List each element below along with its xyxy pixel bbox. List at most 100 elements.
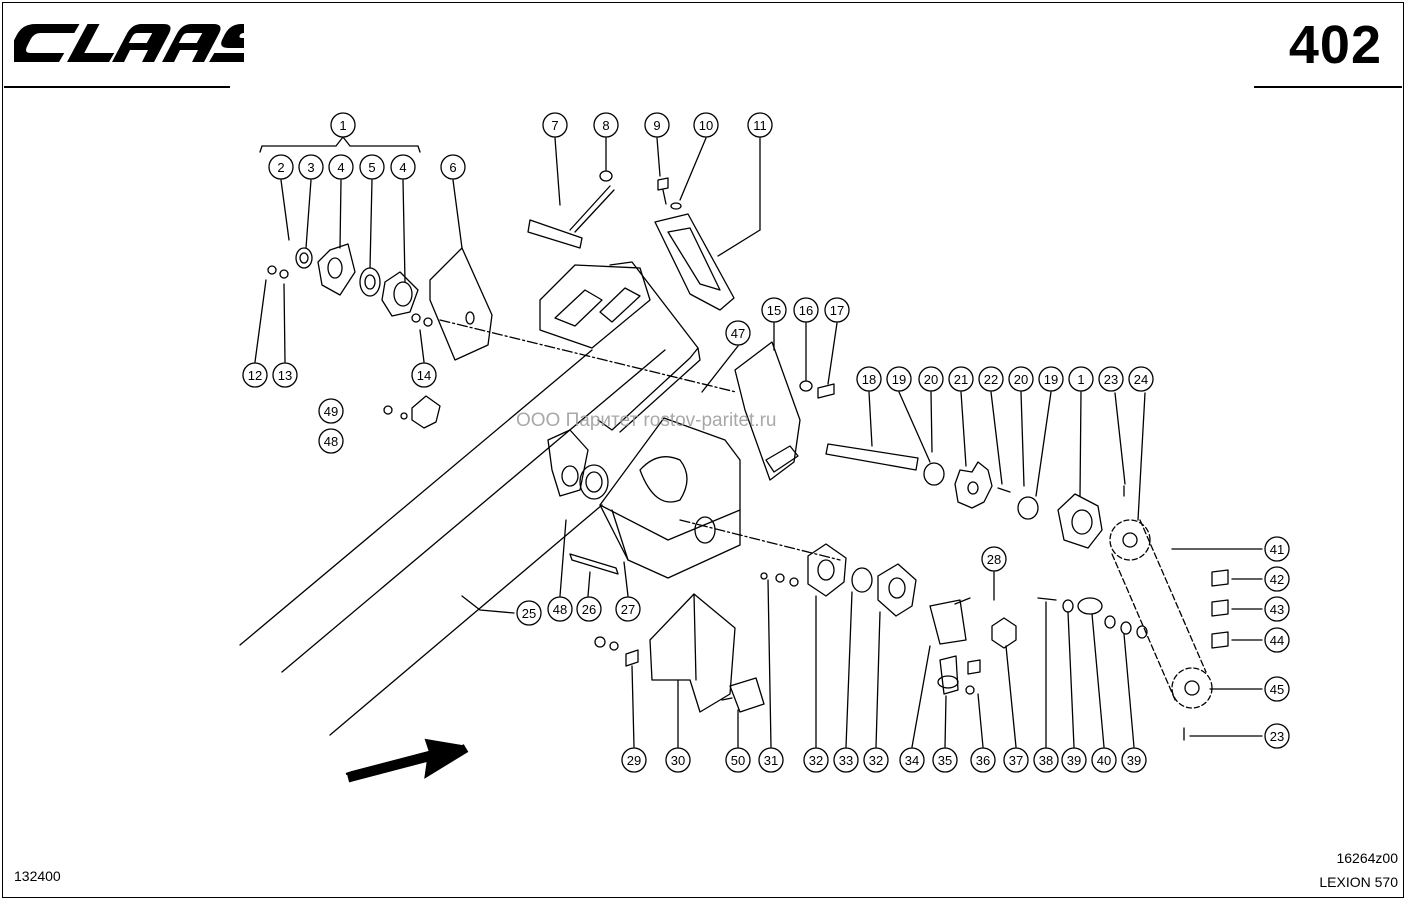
- callout-31: 31: [758, 747, 784, 773]
- callout-label: 7: [551, 118, 558, 133]
- callout-circle: [242, 362, 268, 388]
- callout-12: 12: [242, 362, 268, 388]
- callout-47: 47: [725, 320, 751, 346]
- callout-circle: [824, 297, 850, 323]
- plate-6: [429, 247, 493, 361]
- callout-5: 5: [359, 154, 385, 180]
- callout-45: 45: [1264, 676, 1290, 702]
- sprocket-45: [1171, 667, 1213, 709]
- callout-label: 33: [839, 753, 853, 768]
- callout-label: 10: [699, 118, 713, 133]
- plate-15: [734, 341, 801, 481]
- callout-label: 36: [976, 753, 990, 768]
- callout-circle: [318, 428, 344, 454]
- callout-label: 14: [417, 368, 431, 383]
- nut-37: [991, 617, 1017, 649]
- callout-label: 49: [324, 404, 338, 419]
- callout-label: 45: [1270, 682, 1284, 697]
- callout-circle: [318, 398, 344, 424]
- callout-label: 48: [324, 434, 338, 449]
- callout-label: 38: [1039, 753, 1053, 768]
- callout-27: 27: [615, 596, 641, 622]
- callout-circle: [747, 112, 773, 138]
- watermark-text: ООО Паритет rostov-paritet.ru: [516, 410, 777, 431]
- callout-circle: [593, 112, 619, 138]
- callout-circle: [411, 362, 437, 388]
- callout-circle: [932, 747, 958, 773]
- callout-circle: [268, 154, 294, 180]
- callout-29: 29: [621, 747, 647, 773]
- callout-28: 28: [981, 546, 1007, 572]
- footer-drawing-code: 16264z00: [1336, 850, 1398, 866]
- callout-37: 37: [1003, 747, 1029, 773]
- callout-label: 28: [987, 552, 1001, 567]
- callout-18: 18: [856, 366, 882, 392]
- callout-label: 2: [277, 160, 284, 175]
- callout-label: 22: [984, 372, 998, 387]
- callout-23: 23: [1264, 723, 1290, 749]
- callout-20: 20: [1008, 366, 1034, 392]
- callout-label: 29: [627, 753, 641, 768]
- callout-15: 15: [761, 297, 787, 323]
- callout-circle: [1264, 566, 1290, 592]
- callout-label: 27: [621, 602, 635, 617]
- callout-33: 33: [833, 747, 859, 773]
- callout-label: 4: [399, 160, 406, 175]
- callout-9: 9: [644, 112, 670, 138]
- callout-1: 1: [1068, 366, 1094, 392]
- callout-circle: [761, 297, 787, 323]
- chain-41: [1139, 519, 1207, 673]
- callout-label: 1: [1077, 372, 1084, 387]
- callout-2: 2: [268, 154, 294, 180]
- callout-circle: [863, 747, 889, 773]
- callout-circle: [856, 366, 882, 392]
- callout-label: 42: [1270, 572, 1284, 587]
- footer-model: LEXION 570: [1319, 874, 1398, 890]
- callout-22: 22: [978, 366, 1004, 392]
- callout-39: 39: [1061, 747, 1087, 773]
- callout-circle: [516, 600, 542, 626]
- callout-circle: [1033, 747, 1059, 773]
- flange-right: [1057, 493, 1103, 549]
- bearing: [295, 247, 313, 269]
- callout-label: 23: [1104, 372, 1118, 387]
- callout-label: 15: [767, 303, 781, 318]
- page-number: 402: [1288, 15, 1382, 75]
- callout-circle: [615, 596, 641, 622]
- callout-19: 19: [886, 366, 912, 392]
- callout-label: 30: [671, 753, 685, 768]
- callout-label: 39: [1067, 753, 1081, 768]
- footer-left-code: 132400: [14, 868, 61, 884]
- callout-30: 30: [665, 747, 691, 773]
- callout-label: 26: [582, 602, 596, 617]
- callout-label: 41: [1270, 542, 1284, 557]
- callout-42: 42: [1264, 566, 1290, 592]
- callout-circle: [298, 154, 324, 180]
- header-rule-right: [1254, 86, 1402, 88]
- callout-7: 7: [542, 112, 568, 138]
- callout-4: 4: [328, 154, 354, 180]
- callout-3: 3: [298, 154, 324, 180]
- callout-label: 5: [368, 160, 375, 175]
- callout-circle: [899, 747, 925, 773]
- housing-edge: [329, 504, 603, 736]
- sprocket-24: [1109, 519, 1151, 561]
- callout-circle: [1098, 366, 1124, 392]
- callout-label: 31: [764, 753, 778, 768]
- callout-label: 12: [248, 368, 262, 383]
- callout-35: 35: [932, 747, 958, 773]
- callout-label: 20: [1014, 372, 1028, 387]
- callout-label: 39: [1127, 753, 1141, 768]
- cover-11: [654, 213, 735, 311]
- callout-label: 11: [753, 118, 767, 133]
- callout-21: 21: [948, 366, 974, 392]
- callout-label: 37: [1009, 753, 1023, 768]
- callout-circle: [886, 366, 912, 392]
- callout-32: 32: [863, 747, 889, 773]
- callout-4: 4: [390, 154, 416, 180]
- callout-circle: [758, 747, 784, 773]
- callout-label: 4: [337, 160, 344, 175]
- callout-label: 25: [522, 606, 536, 621]
- callout-circle: [621, 747, 647, 773]
